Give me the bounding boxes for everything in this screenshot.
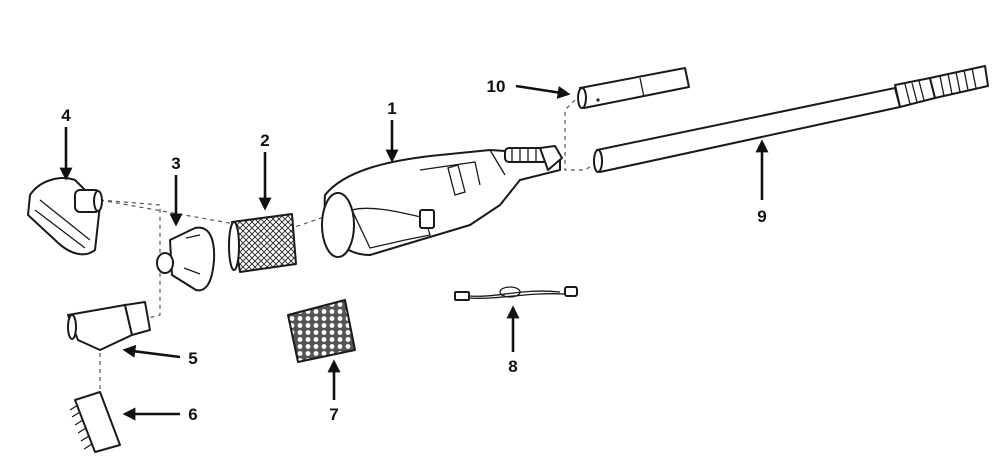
callout-3: 3 — [171, 154, 180, 173]
short-pole — [577, 67, 690, 109]
bristle-brush — [69, 391, 121, 453]
mesh-filter — [228, 213, 297, 273]
callout-5: 5 — [188, 349, 197, 368]
callout-6: 6 — [188, 405, 197, 424]
adapter-cone — [156, 226, 216, 292]
charging-cable — [454, 286, 578, 301]
callout-10: 10 — [487, 77, 506, 96]
callout-labels: 1 2 3 4 5 6 7 8 9 10 — [61, 77, 766, 424]
callout-4: 4 — [61, 106, 71, 125]
callout-2: 2 — [260, 131, 269, 150]
extension-pole — [593, 65, 989, 173]
brush-head — [27, 177, 103, 256]
callout-1: 1 — [387, 99, 396, 118]
vacuum-body — [321, 145, 563, 258]
wide-nozzle — [67, 301, 151, 351]
callout-7: 7 — [329, 405, 338, 424]
callout-9: 9 — [757, 207, 766, 226]
callout-arrows — [59, 84, 769, 421]
foam-filter-pad — [287, 299, 356, 363]
callout-8: 8 — [508, 357, 517, 376]
